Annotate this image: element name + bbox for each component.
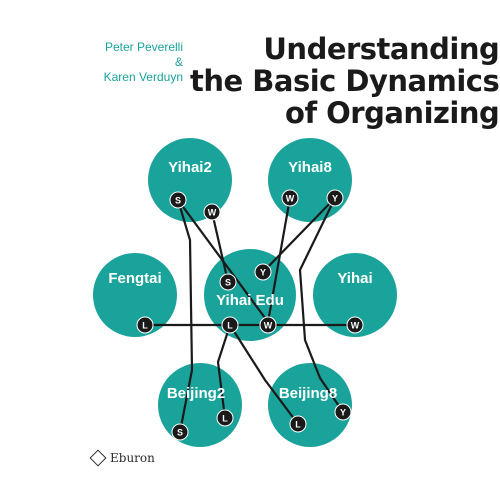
author-line-1: Peter Peverelli & [104, 40, 183, 69]
port-label: W [286, 194, 295, 204]
edge-layer [145, 197, 355, 433]
eburon-logo-icon [89, 449, 107, 467]
port-label: L [227, 321, 233, 331]
port-beijing2-s: S [171, 423, 189, 441]
port-label: L [295, 420, 301, 430]
port-beijing8-l: L [289, 415, 307, 433]
edge-y8w-ew [266, 197, 292, 323]
port-yihai2-s: S [169, 191, 187, 209]
title-line-3: of Organizing [285, 96, 500, 130]
port-label: Y [260, 268, 266, 278]
publisher: Eburon [89, 449, 155, 467]
title-line-1: Understanding [263, 32, 500, 66]
node-label-beijing2: Beijing2 [167, 385, 225, 402]
node-label-yihai-edu: Yihai Edu [216, 292, 284, 309]
book-title: Understanding the Basic Dynamics of Orga… [190, 32, 500, 130]
port-label: Y [332, 194, 338, 204]
port-layer: S W W Y L S Y L W W L S L Y [136, 189, 364, 441]
port-label: L [222, 414, 228, 424]
node-label-beijing8: Beijing8 [279, 385, 337, 402]
port-label: W [208, 208, 217, 218]
edge-y8y-b8y [298, 197, 344, 413]
port-label: S [175, 196, 181, 206]
port-yihai-w: W [346, 316, 364, 334]
edge-y8y-ey [262, 197, 336, 273]
node-label-yihai: Yihai [337, 270, 372, 287]
port-beijing8-y: Y [334, 403, 352, 421]
port-yihai8-w: W [281, 189, 299, 207]
node-fengtai [93, 253, 177, 337]
port-yihai2-w: W [203, 203, 221, 221]
authors: Peter Peverelli & Karen Verduyn [95, 40, 183, 85]
edge-y2w-es [210, 211, 230, 283]
edge-el-b2l [216, 324, 232, 419]
node-label-yihai2: Yihai2 [168, 159, 212, 176]
node-label-yihai8: Yihai8 [288, 159, 332, 176]
port-label: S [225, 278, 231, 288]
port-edu-s: S [219, 273, 237, 291]
port-edu-w: W [259, 316, 277, 334]
node-yihai [313, 253, 397, 337]
node-yihai2 [148, 138, 232, 222]
node-label-fengtai: Fengtai [108, 270, 161, 287]
node-beijing8 [268, 363, 352, 447]
port-label: Y [340, 408, 346, 418]
port-yihai8-y: Y [326, 189, 344, 207]
port-fengtai-l: L [136, 316, 154, 334]
port-beijing2-l: L [216, 409, 234, 427]
port-label: W [264, 321, 273, 331]
label-layer: Yihai2 Yihai8 Fengtai Yihai Edu Yihai Be… [108, 159, 372, 402]
port-edu-l: L [221, 316, 239, 334]
edge-el-b8l [229, 324, 299, 425]
node-beijing2 [158, 363, 242, 447]
port-edu-y: Y [254, 263, 272, 281]
port-label: S [177, 428, 183, 438]
publisher-name: Eburon [110, 451, 155, 465]
port-label: L [142, 321, 148, 331]
port-label: W [351, 321, 360, 331]
node-yihai8 [268, 138, 352, 222]
edge-y2s-b2s [176, 199, 194, 433]
author-line-2: Karen Verduyn [103, 70, 183, 84]
title-line-2: the Basic Dynamics [190, 64, 500, 98]
